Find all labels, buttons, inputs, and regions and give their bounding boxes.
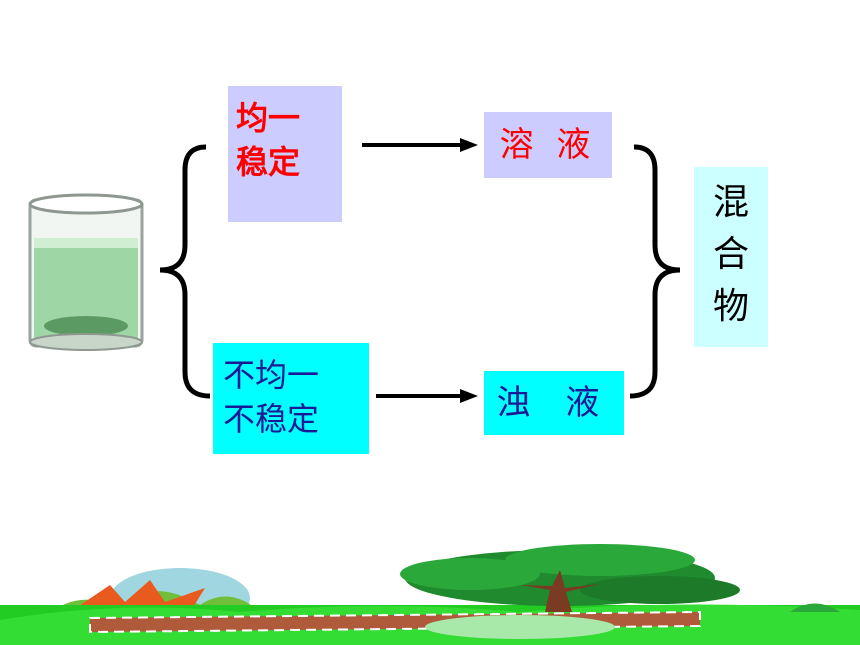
suspension-box: 浊 液 bbox=[484, 371, 624, 435]
nonuniform-label: 不均一 bbox=[223, 356, 320, 394]
arrow-to-solution bbox=[362, 138, 478, 152]
solution-box: 溶 液 bbox=[484, 112, 612, 178]
unstable-label: 不稳定 bbox=[223, 400, 320, 438]
solution-label: 溶 液 bbox=[499, 125, 597, 165]
landscape-decoration bbox=[0, 544, 860, 645]
beaker-illustration bbox=[28, 193, 144, 351]
suspension-label: 浊 液 bbox=[496, 383, 612, 423]
mixture-box: 混 合 物 bbox=[694, 167, 768, 347]
mixture-char-1: 混 bbox=[712, 182, 749, 223]
uniform-stable-box: 均一 稳定 bbox=[228, 86, 342, 222]
mixture-char-3: 物 bbox=[712, 286, 749, 327]
right-brace bbox=[629, 144, 681, 399]
arrow-to-suspension bbox=[376, 389, 478, 403]
mixture-char-2: 合 bbox=[712, 234, 749, 275]
uniform-label: 均一 bbox=[236, 99, 301, 137]
stable-label: 稳定 bbox=[236, 143, 301, 181]
nonuniform-unstable-box: 不均一 不稳定 bbox=[213, 343, 369, 454]
left-brace bbox=[159, 144, 211, 399]
